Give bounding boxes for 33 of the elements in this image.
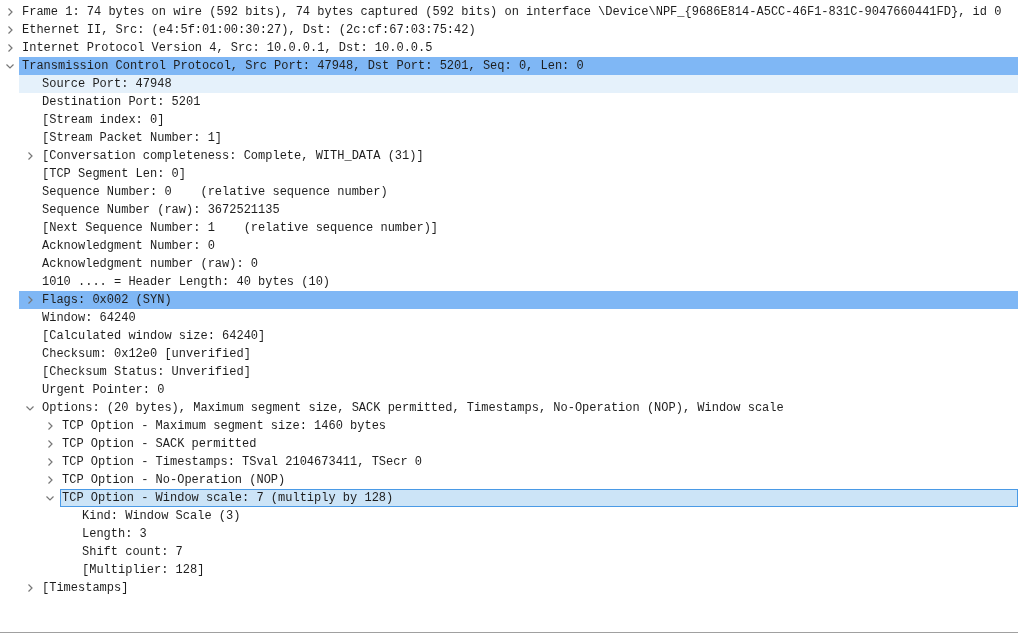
field-text: TCP Option - No-Operation (NOP): [62, 472, 286, 489]
field-text: Flags: 0x002 (SYN): [42, 292, 172, 309]
field-text: [Multiplier: 128]: [82, 562, 205, 579]
field-text: Checksum: 0x12e0 [unverified]: [42, 346, 251, 363]
field-text: Acknowledgment number (raw): 0: [42, 256, 259, 273]
field-text: [Calculated window size: 64240]: [42, 328, 266, 345]
field-text: TCP Option - Maximum segment size: 1460 bytes: [62, 418, 387, 435]
field-text: Internet Protocol Version 4, Src: 10.0.0.1, Dst: 10.0.0.5: [22, 40, 433, 57]
field-text: TCP Option - SACK permitted: [62, 436, 257, 453]
field-text: Frame 1: 74 bytes on wire (592 bits), 74 bytes captured (592 bits) on interface \Device\NPF_{9686E814-A5CC-46F1-831C-9047660441FD}, id 0: [22, 4, 1002, 21]
field-text: Urgent Pointer: 0: [42, 382, 165, 399]
field-text: Ethernet II, Src: (e4:5f:01:00:30:27), Dst: (2c:cf:67:03:75:42): [22, 22, 476, 39]
field-text: Source Port: 47948: [42, 76, 172, 93]
field-text: Window: 64240: [42, 310, 136, 327]
field-text: [TCP Segment Len: 0]: [42, 166, 187, 183]
field-text: Options: (20 bytes), Maximum segment size, SACK permitted, Timestamps, No-Operation (NOP), Window scale: [42, 400, 784, 417]
field-text: [Conversation completeness: Complete, WITH_DATA (31)]: [42, 148, 424, 165]
field-text: Transmission Control Protocol, Src Port: 47948, Dst Port: 5201, Seq: 0, Len: 0: [22, 58, 584, 75]
field-text: [Timestamps]: [42, 580, 129, 597]
field-text: [Next Sequence Number: 1 (relative sequence number)]: [42, 220, 439, 237]
field-text: Length: 3: [82, 526, 147, 543]
field-text: [Stream index: 0]: [42, 112, 165, 129]
field-text: Acknowledgment Number: 0: [42, 238, 215, 255]
field-text: Destination Port: 5201: [42, 94, 201, 111]
field-text: [Checksum Status: Unverified]: [42, 364, 251, 381]
field-text: TCP Option - Timestamps: TSval 2104673411, TSecr 0: [62, 454, 423, 471]
field-text: Sequence Number (raw): 3672521135: [42, 202, 280, 219]
field-text: 1010 .... = Header Length: 40 bytes (10): [42, 274, 331, 291]
field-text: Sequence Number: 0 (relative sequence number): [42, 184, 388, 201]
field-text: Kind: Window Scale (3): [82, 508, 241, 525]
field-text: [Stream Packet Number: 1]: [42, 130, 223, 147]
field-text: TCP Option - Window scale: 7 (multiply by 128): [62, 490, 394, 507]
field-text: Shift count: 7: [82, 544, 183, 561]
